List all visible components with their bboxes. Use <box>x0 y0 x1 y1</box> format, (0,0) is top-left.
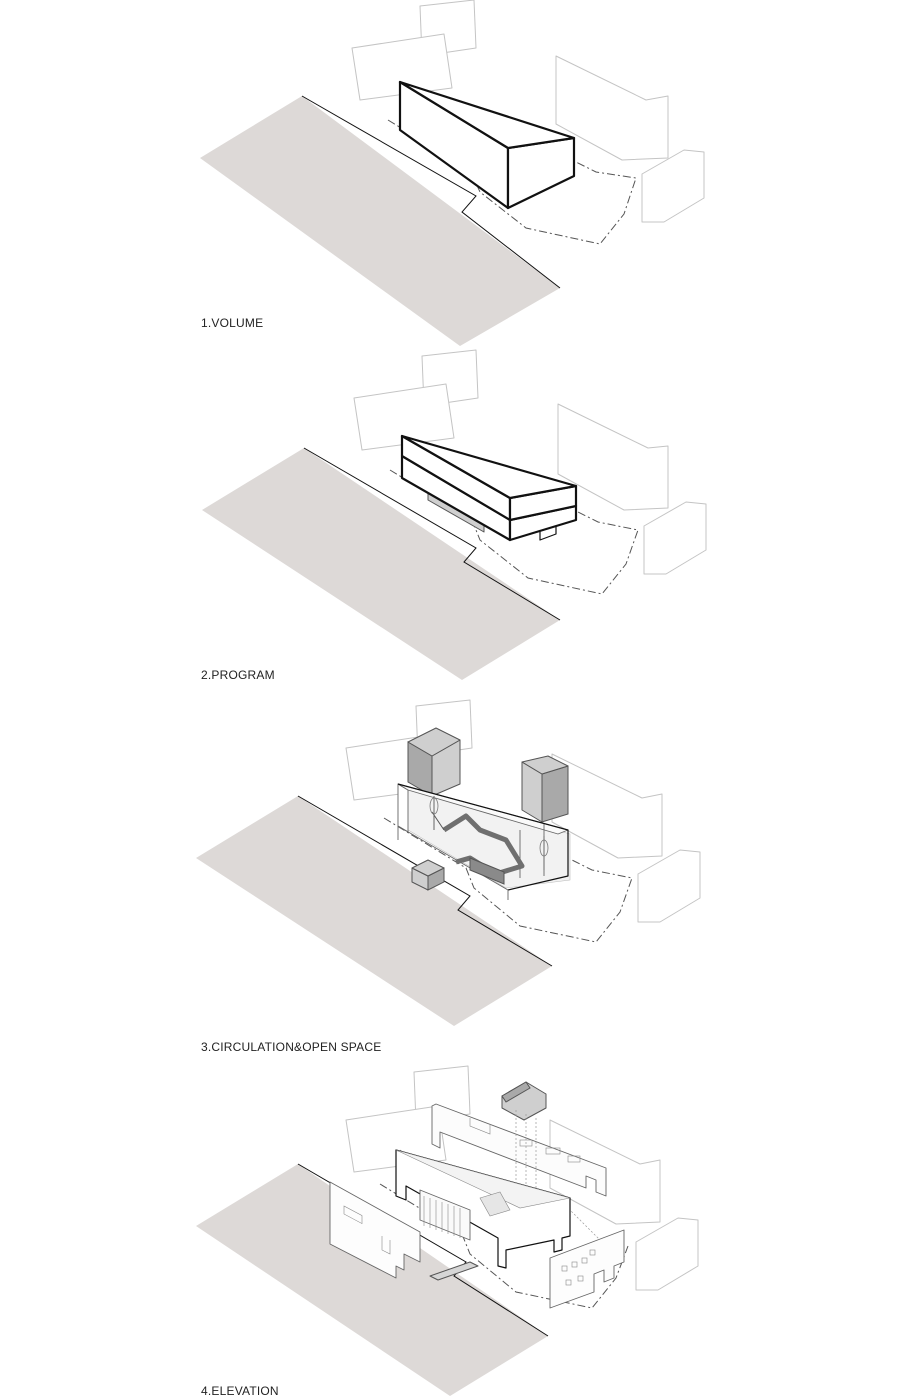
caption-circulation: 3.CIRCULATION&OPEN SPACE <box>201 1040 382 1054</box>
small-box <box>411 859 445 891</box>
road-edge <box>303 447 561 621</box>
main-elevation-volume <box>395 1149 571 1269</box>
upper-masses <box>407 727 569 823</box>
road <box>200 96 560 346</box>
pedestrian-path <box>387 119 637 245</box>
road <box>196 1164 548 1396</box>
road-edge <box>297 795 553 967</box>
rear-elevation-panel <box>431 1103 607 1197</box>
road <box>196 796 552 1026</box>
road <box>202 448 560 680</box>
context-buildings <box>353 349 707 575</box>
side-elevation-panel <box>549 1229 625 1309</box>
low-bar <box>429 1261 479 1281</box>
front-elevation-panel <box>329 1181 421 1279</box>
caption-elevation: 4.ELEVATION <box>201 1384 279 1398</box>
road-edge <box>301 95 561 289</box>
main-volume <box>398 80 576 210</box>
caption-volume: 1.VOLUME <box>201 316 264 330</box>
context-buildings <box>351 0 705 223</box>
caption-program: 2.PROGRAM <box>201 668 275 682</box>
program-volume <box>400 434 578 542</box>
roof-piece <box>501 1081 547 1121</box>
open-frame <box>397 783 571 900</box>
circulation-route <box>431 811 525 885</box>
pedestrian-path <box>383 817 633 943</box>
trees <box>429 796 549 870</box>
